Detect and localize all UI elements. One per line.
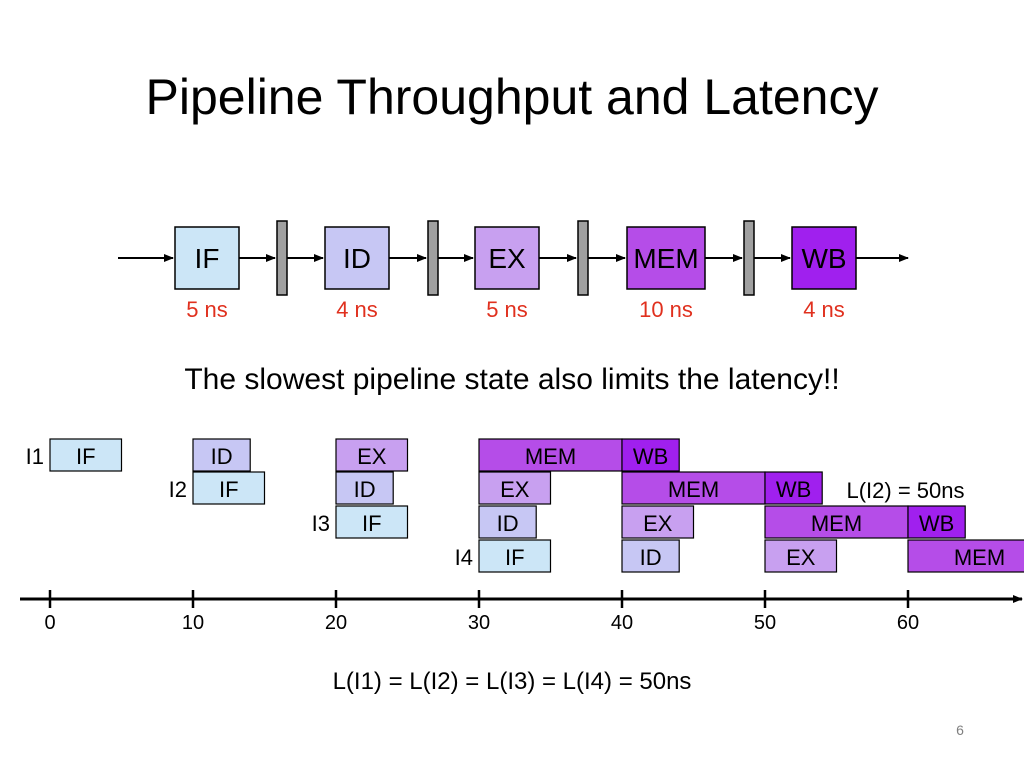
timeline-block-label: EX — [786, 545, 816, 570]
timeline-block-label: ID — [497, 511, 519, 536]
timeline-block-label: ID — [640, 545, 662, 570]
timeline-block-id — [335, 471, 394, 505]
axis-tick-label: 40 — [611, 612, 633, 634]
timeline-block-id — [192, 438, 251, 472]
axis-tick-label: 30 — [468, 612, 490, 634]
timeline-block-label: EX — [357, 444, 387, 469]
latency-note: L(I2) = 50ns — [847, 478, 965, 503]
latency-formula: L(I1) = L(I2) = L(I3) = L(I4) = 50ns — [332, 668, 692, 695]
instruction-label: I4 — [455, 545, 473, 570]
timeline-block-if — [335, 505, 409, 539]
timeline-block-id — [478, 505, 537, 539]
timeline-block-ex — [478, 471, 552, 505]
stage-label-if: IF — [195, 243, 220, 274]
timeline-block-ex — [764, 539, 838, 573]
timeline-block-label: ID — [211, 444, 233, 469]
axis-tick-label: 0 — [44, 612, 55, 634]
timeline-block-if — [49, 438, 123, 472]
timeline-block-ex — [621, 505, 695, 539]
axis-tick-label: 10 — [182, 612, 204, 634]
stage-time-id: 4 ns — [336, 297, 378, 322]
stage-time-ex: 5 ns — [486, 297, 528, 322]
timeline-block-if — [478, 539, 552, 573]
stage-box-mem — [626, 226, 706, 290]
timeline-block-mem — [764, 505, 909, 539]
pipeline-register — [427, 220, 439, 296]
timeline-block-mem — [478, 438, 623, 472]
timeline-block-label: IF — [219, 477, 239, 502]
stage-time-mem: 10 ns — [639, 297, 693, 322]
slide-title: Pipeline Throughput and Latency — [145, 69, 879, 125]
pipeline-register — [743, 220, 755, 296]
timeline-block-label: MEM — [811, 511, 862, 536]
timeline-block-label: WB — [919, 511, 954, 536]
timeline-block-wb — [621, 438, 680, 472]
stage-box-if — [174, 226, 240, 290]
instruction-label: I2 — [169, 477, 187, 502]
timeline-block-ex — [335, 438, 409, 472]
timeline-block-mem — [621, 471, 766, 505]
latency-statement: The slowest pipeline state also limits t… — [184, 363, 840, 396]
axis-tick-label: 20 — [325, 612, 347, 634]
timeline-block-label: WB — [776, 477, 811, 502]
timeline-block-label: MEM — [525, 444, 576, 469]
stage-label-id: ID — [343, 243, 371, 274]
stage-label-wb: WB — [801, 243, 846, 274]
timeline-block-label: ID — [354, 477, 376, 502]
pipeline-stages: IF 5 ns ID 4 ns EX 5 ns MEM 10 ns WB 4 ns — [118, 220, 909, 322]
timeline-block-wb — [907, 505, 966, 539]
timeline-block-label: IF — [505, 545, 525, 570]
timeline-block-label: MEM — [954, 545, 1005, 570]
stage-time-wb: 4 ns — [803, 297, 845, 322]
pipeline-register — [577, 220, 589, 296]
page-number: 6 — [956, 722, 964, 738]
stage-time-if: 5 ns — [186, 297, 228, 322]
stage-label-mem: MEM — [633, 243, 698, 274]
timeline-block-label: IF — [76, 444, 96, 469]
stage-box-id — [324, 226, 390, 290]
instruction-label: I1 — [26, 444, 44, 469]
axis-tick-label: 50 — [754, 612, 776, 634]
timeline-block-label: MEM — [668, 477, 719, 502]
timeline-block-label: EX — [643, 511, 673, 536]
timeline-block-label: WB — [633, 444, 668, 469]
pipeline-register — [276, 220, 288, 296]
timeline-block-id — [621, 539, 680, 573]
instruction-label: I3 — [312, 511, 330, 536]
timeline-block-if — [192, 471, 266, 505]
timeline-block-wb — [764, 471, 823, 505]
stage-label-ex: EX — [488, 243, 526, 274]
timeline-block-label: IF — [362, 511, 382, 536]
axis-tick-label: 60 — [897, 612, 919, 634]
timeline-block-label: EX — [500, 477, 530, 502]
stage-box-wb — [791, 226, 857, 290]
timeline-block-mem — [907, 539, 1024, 573]
